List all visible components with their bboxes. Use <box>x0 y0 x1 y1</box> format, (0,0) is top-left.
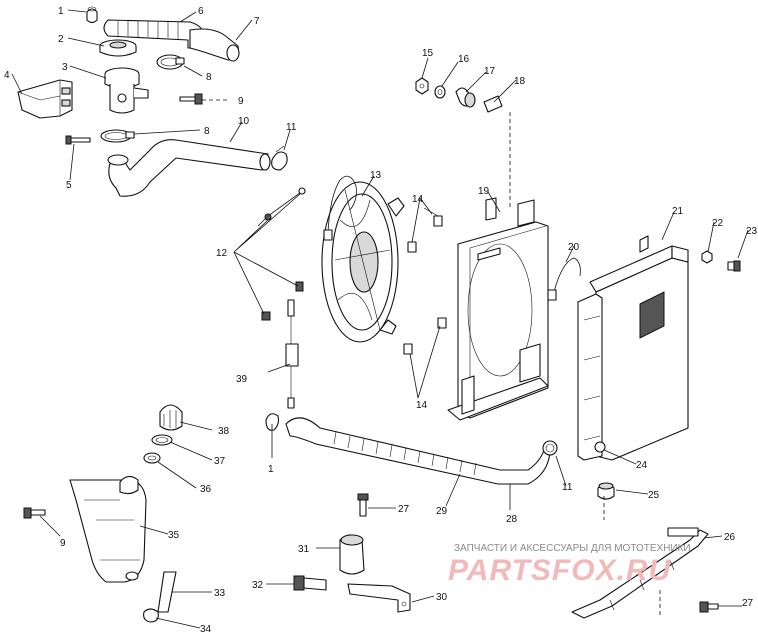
callout-14-lower: 14 <box>416 400 428 411</box>
hose-clamp-1-lower <box>265 413 280 431</box>
mounting-bracket-26 <box>571 527 709 619</box>
callout-29: 29 <box>436 506 448 517</box>
spacer-18 <box>483 95 503 113</box>
callout-4: 4 <box>4 70 10 81</box>
callout-15: 15 <box>422 48 434 59</box>
callout-8-top: 8 <box>206 72 212 83</box>
callout-13: 13 <box>370 170 382 181</box>
callout-7: 7 <box>254 16 260 27</box>
callout-20: 20 <box>568 242 580 253</box>
screw-9-top <box>179 93 203 105</box>
hose-clamp-top <box>86 6 98 24</box>
callout-36: 36 <box>200 484 212 495</box>
reservoir-cap-38 <box>159 404 183 431</box>
callout-22: 22 <box>712 218 724 229</box>
callout-14-upper: 14 <box>412 194 424 205</box>
bolt-23 <box>727 260 741 272</box>
callout-27-center: 27 <box>398 504 410 515</box>
callout-labels: 1 6 7 2 3 8 4 9 8 5 10 11 12 13 14 14 15… <box>4 6 758 634</box>
clip-nuts-14-lower <box>403 317 447 355</box>
hose-clamp-upper <box>156 54 185 70</box>
callout-39: 39 <box>236 374 248 385</box>
watermark: ЗАПЧАСТИ И АКСЕССУАРЫ ДЛЯ МОТОТЕХНИКИ PA… <box>448 543 691 587</box>
hose-clamp-middle <box>100 129 135 143</box>
callout-10: 10 <box>238 116 250 127</box>
watermark-caption: ЗАПЧАСТИ И АКСЕССУАРЫ ДЛЯ МОТОТЕХНИКИ <box>454 543 691 554</box>
callout-24: 24 <box>636 460 648 471</box>
rubber-grommet-17 <box>455 87 476 108</box>
callout-9-top: 9 <box>238 96 244 107</box>
rubber-bumper-25 <box>597 482 615 500</box>
fan-shroud-mount-tab <box>485 197 497 221</box>
washer-16 <box>434 85 446 99</box>
coolant-reservoir-35 <box>69 475 147 583</box>
callout-25: 25 <box>648 490 660 501</box>
fuse-holder-39 <box>285 299 299 409</box>
callout-2: 2 <box>58 34 64 45</box>
callout-31: 31 <box>298 544 310 555</box>
filler-neck <box>104 67 149 114</box>
callout-12: 12 <box>216 248 228 259</box>
corrugated-hose-upper <box>103 19 206 49</box>
callout-38: 38 <box>218 426 230 437</box>
callout-5: 5 <box>66 180 72 191</box>
callout-11-lower: 11 <box>562 482 573 493</box>
seal-36 <box>143 452 161 464</box>
callout-37: 37 <box>214 456 226 467</box>
overflow-hose-33 <box>157 571 177 613</box>
fan-motor-wire <box>323 175 357 241</box>
callout-32: 32 <box>252 580 264 591</box>
bracket-30 <box>347 583 411 613</box>
callout-27-right: 27 <box>742 598 754 609</box>
callout-9-lower: 9 <box>60 538 66 549</box>
temperature-switch-wire <box>547 257 581 301</box>
callout-35: 35 <box>168 530 180 541</box>
hose-clamp-11-lower <box>542 440 558 456</box>
callout-21: 21 <box>672 206 684 217</box>
callout-30: 30 <box>436 592 448 603</box>
hose-clamp-34 <box>143 608 159 623</box>
callout-34: 34 <box>200 624 212 634</box>
callout-3: 3 <box>62 62 68 73</box>
nut-15 <box>415 77 429 95</box>
hose-clamp-11-top <box>271 145 288 171</box>
fan-shroud <box>447 199 549 421</box>
bolt-27-right <box>699 601 719 613</box>
clip-nuts-14-upper <box>407 207 443 253</box>
callout-1: 1 <box>58 6 64 17</box>
radiator-cap <box>99 39 137 57</box>
callout-17: 17 <box>484 66 496 77</box>
callout-28: 28 <box>506 514 518 525</box>
watermark-logo: PARTSFOX.RU <box>448 554 672 587</box>
radiator-hose-lower <box>285 417 551 485</box>
callout-23: 23 <box>746 226 758 237</box>
rubber-mount-31 <box>339 534 365 575</box>
wire-harness-12 <box>257 187 306 321</box>
callout-19: 19 <box>478 186 490 197</box>
callout-16: 16 <box>458 54 470 65</box>
callout-11-top: 11 <box>286 122 297 133</box>
radiator-hose-upper <box>107 139 271 197</box>
callout-6: 6 <box>198 6 204 17</box>
bolt-32 <box>293 575 327 591</box>
screw-9-lower <box>23 507 46 519</box>
filler-mount-bracket <box>17 79 73 119</box>
callout-33: 33 <box>214 588 226 599</box>
nut-22 <box>701 250 713 264</box>
callout-8-middle: 8 <box>204 126 210 137</box>
elbow-hose-upper <box>189 28 240 62</box>
bolt-27-center <box>357 493 369 517</box>
leader-lines <box>11 9 749 629</box>
bolt-left-5 <box>65 135 91 145</box>
cooling-fan-assembly <box>321 181 405 343</box>
callout-1-lower: 1 <box>268 464 274 475</box>
callout-18: 18 <box>514 76 526 87</box>
drain-plug-24 <box>594 441 606 453</box>
callout-26: 26 <box>724 532 736 543</box>
gasket-37 <box>151 434 173 446</box>
radiator-core <box>577 235 689 461</box>
